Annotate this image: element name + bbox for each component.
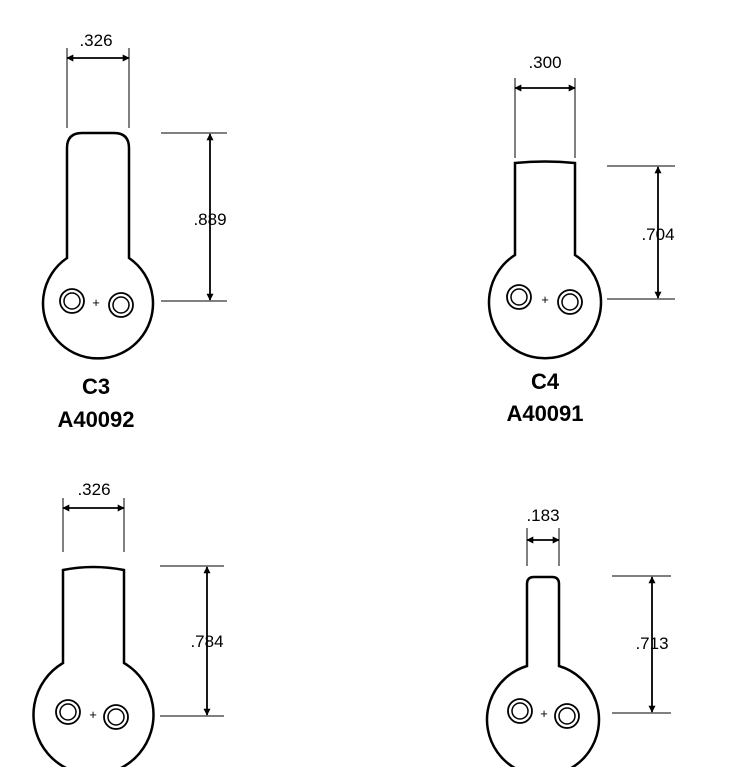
width-dimension-label: .300 <box>528 53 561 72</box>
height-dimension-label: .704 <box>641 225 674 244</box>
part-4: + .183 .713 <box>485 506 671 767</box>
height-dimension-label: .784 <box>190 632 223 651</box>
center-mark: + <box>541 292 549 307</box>
part-code: C4 <box>531 369 560 394</box>
part-code: C3 <box>82 374 110 399</box>
hole-left <box>506 284 532 310</box>
part-c4: + .300 .704 C4 A40091 <box>487 53 675 426</box>
part-number: A40091 <box>506 401 583 426</box>
height-dimension-label: .713 <box>635 634 668 653</box>
width-dimension-label: .183 <box>526 506 559 525</box>
terminal-outline <box>487 160 603 360</box>
center-mark: + <box>92 295 100 310</box>
height-dimension-label: .889 <box>193 210 226 229</box>
terminal-outline <box>32 565 155 767</box>
part-number: A40092 <box>57 407 134 432</box>
part-3: + .326 .784 <box>32 480 224 767</box>
hole-right <box>554 703 580 729</box>
width-dimension-label: .326 <box>77 480 110 499</box>
hole-right <box>103 704 129 730</box>
hole-right <box>557 289 583 315</box>
hole-right <box>108 292 134 318</box>
hole-left <box>55 699 81 725</box>
hole-left <box>507 698 533 724</box>
width-dimension-label: .326 <box>79 31 112 50</box>
terminal-outline <box>41 131 155 360</box>
center-mark: + <box>89 707 97 722</box>
terminal-outline <box>485 575 601 767</box>
hole-left <box>59 288 85 314</box>
part-c3: + .326 .889 C3 A40092 <box>41 31 227 432</box>
center-mark: + <box>540 706 548 721</box>
